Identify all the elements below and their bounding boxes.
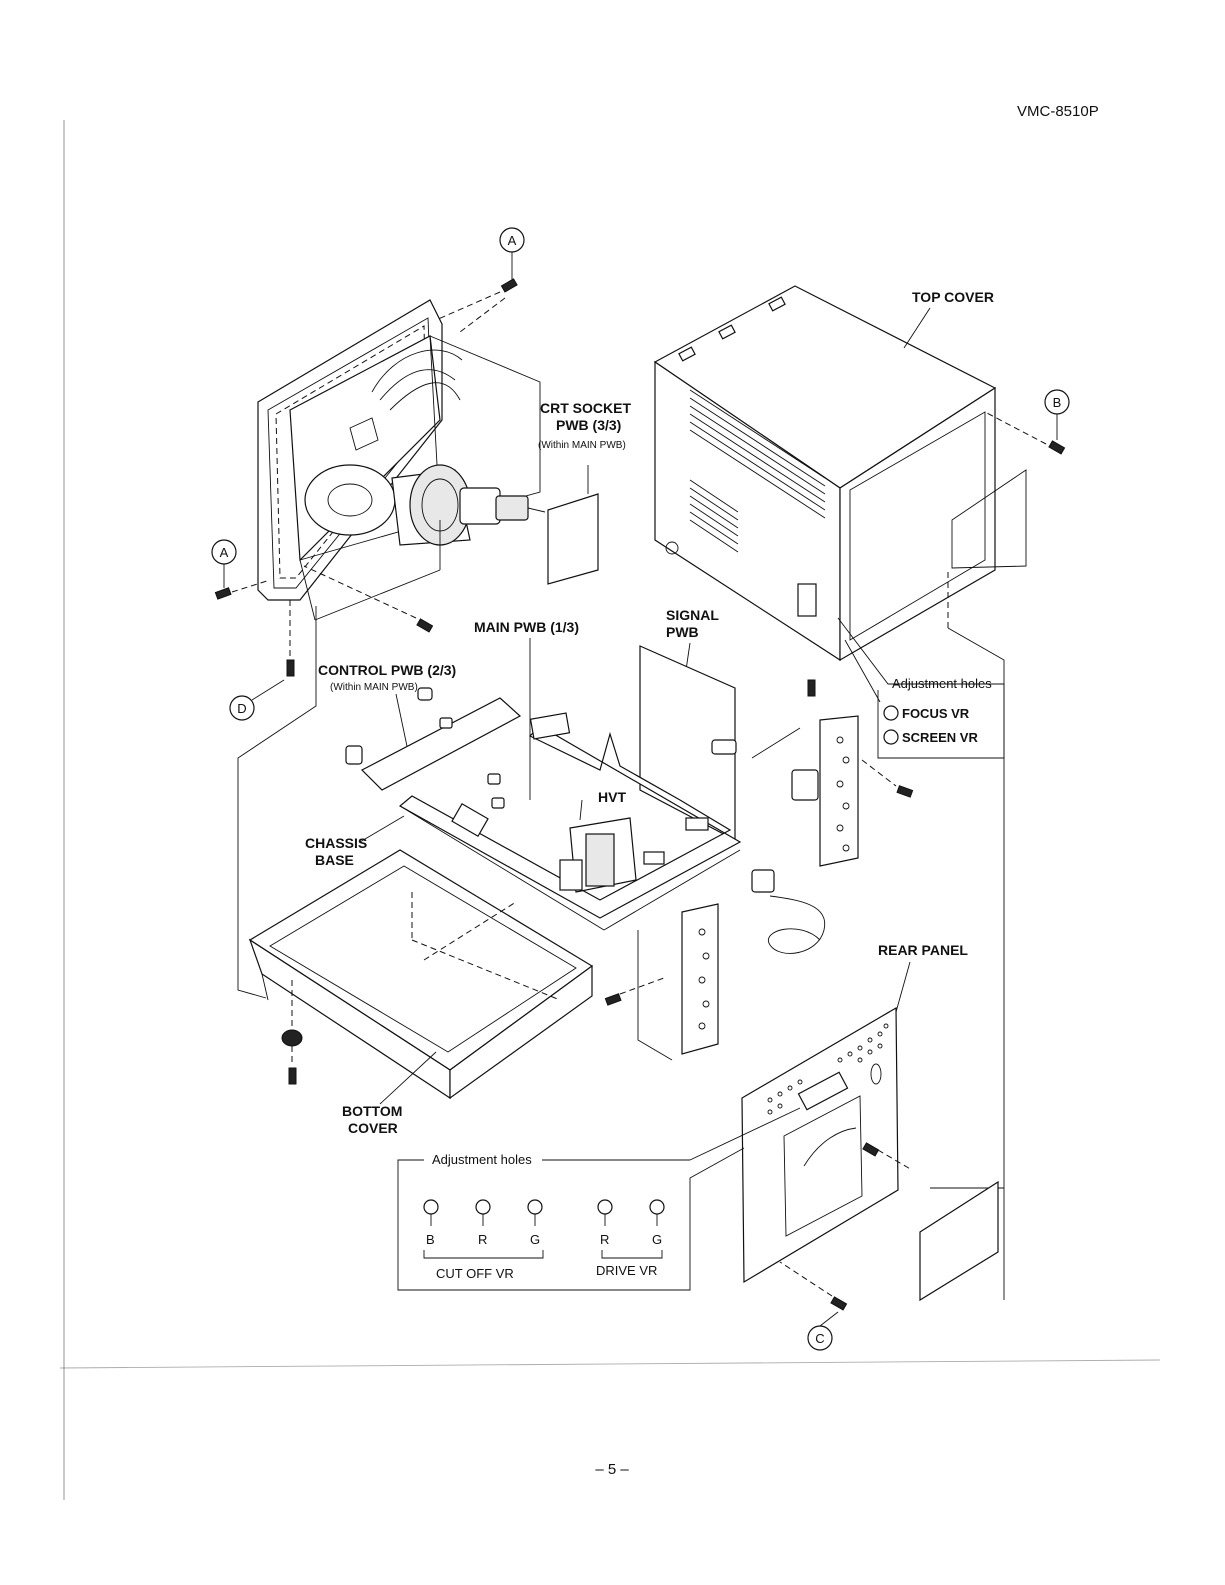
svg-text:G: G [530, 1232, 540, 1247]
screw-icon [501, 279, 517, 292]
cutoff-b-hole-icon: B [424, 1200, 438, 1247]
label-top-cover: TOP COVER [912, 289, 994, 305]
label-signal: SIGNAL [666, 607, 719, 623]
label-chassis-base: BASE [315, 852, 354, 868]
cutoff-g-hole-icon: G [528, 1200, 542, 1247]
foot-icon [282, 1030, 302, 1046]
svg-text:R: R [600, 1232, 609, 1247]
drive-r-hole-icon: R [598, 1200, 612, 1247]
label-hvt: HVT [598, 789, 626, 805]
callout-b: B [1045, 390, 1069, 440]
screw-icon [808, 680, 815, 696]
screw-icon [417, 619, 433, 632]
label-control-pwb: CONTROL PWB (2/3) [318, 662, 456, 678]
svg-text:A: A [508, 233, 517, 248]
label-chassis: CHASSIS [305, 835, 367, 851]
callout-a-top: A [500, 228, 524, 280]
callout-a-left: A [212, 540, 236, 588]
screen-vr-hole-icon [884, 730, 898, 744]
side-bracket-center [682, 904, 718, 1054]
top-cover [655, 286, 995, 660]
focus-vr-hole-icon [884, 706, 898, 720]
label-crt-socket: CRT SOCKET [540, 400, 631, 416]
svg-text:D: D [237, 701, 246, 716]
screw-icon [897, 786, 913, 797]
hvt-transformer [560, 800, 636, 892]
svg-text:SCREEN VR: SCREEN VR [902, 730, 978, 745]
drive-vr-label: DRIVE VR [596, 1263, 657, 1278]
side-bracket-right [820, 716, 858, 866]
crt-socket-pwb [548, 494, 598, 584]
label-signal-pwb: PWB [666, 624, 699, 640]
screw-icon [289, 1068, 296, 1084]
cutoff-vr-label: CUT OFF VR [436, 1266, 514, 1281]
svg-text:A: A [220, 545, 229, 560]
adjustment-holes-box: Adjustment holes B R G CUT OFF VR R G DR… [398, 1108, 800, 1290]
label-main-pwb: MAIN PWB (1/3) [474, 619, 579, 635]
svg-text:C: C [815, 1331, 824, 1346]
label-bottom-cover: COVER [348, 1120, 398, 1136]
screw-icon [831, 1297, 847, 1310]
page-number: – 5 – [595, 1461, 629, 1478]
cutoff-r-hole-icon: R [476, 1200, 490, 1247]
callout-d: D [230, 680, 284, 720]
label-within-main-1: (Within MAIN PWB) [538, 440, 626, 451]
model-number: VMC-8510P [1017, 103, 1099, 120]
svg-text:G: G [652, 1232, 662, 1247]
crt-assembly [258, 300, 545, 620]
label-bottom: BOTTOM [342, 1103, 402, 1119]
cable [768, 896, 824, 953]
svg-text:R: R [478, 1232, 487, 1247]
screw-icon [287, 660, 294, 676]
rear-label-plate [920, 1182, 998, 1300]
rear-panel [742, 1008, 898, 1282]
bottom-cover [250, 850, 592, 1098]
screw-icon [215, 588, 231, 599]
drive-g-hole-icon: G [650, 1200, 664, 1247]
svg-text:FOCUS VR: FOCUS VR [902, 706, 970, 721]
label-within-main-2: (Within MAIN PWB) [330, 682, 418, 693]
svg-text:Adjustment holes: Adjustment holes [892, 676, 992, 691]
svg-text:B: B [426, 1232, 435, 1247]
label-crt-socket-pwb: PWB (3/3) [556, 417, 621, 433]
svg-text:B: B [1053, 395, 1062, 410]
screw-icon [1049, 441, 1065, 454]
adjust-box-title: Adjustment holes [432, 1152, 532, 1167]
callout-c: C [808, 1312, 838, 1350]
label-rear-panel: REAR PANEL [878, 942, 968, 958]
screw-icon [605, 994, 621, 1005]
